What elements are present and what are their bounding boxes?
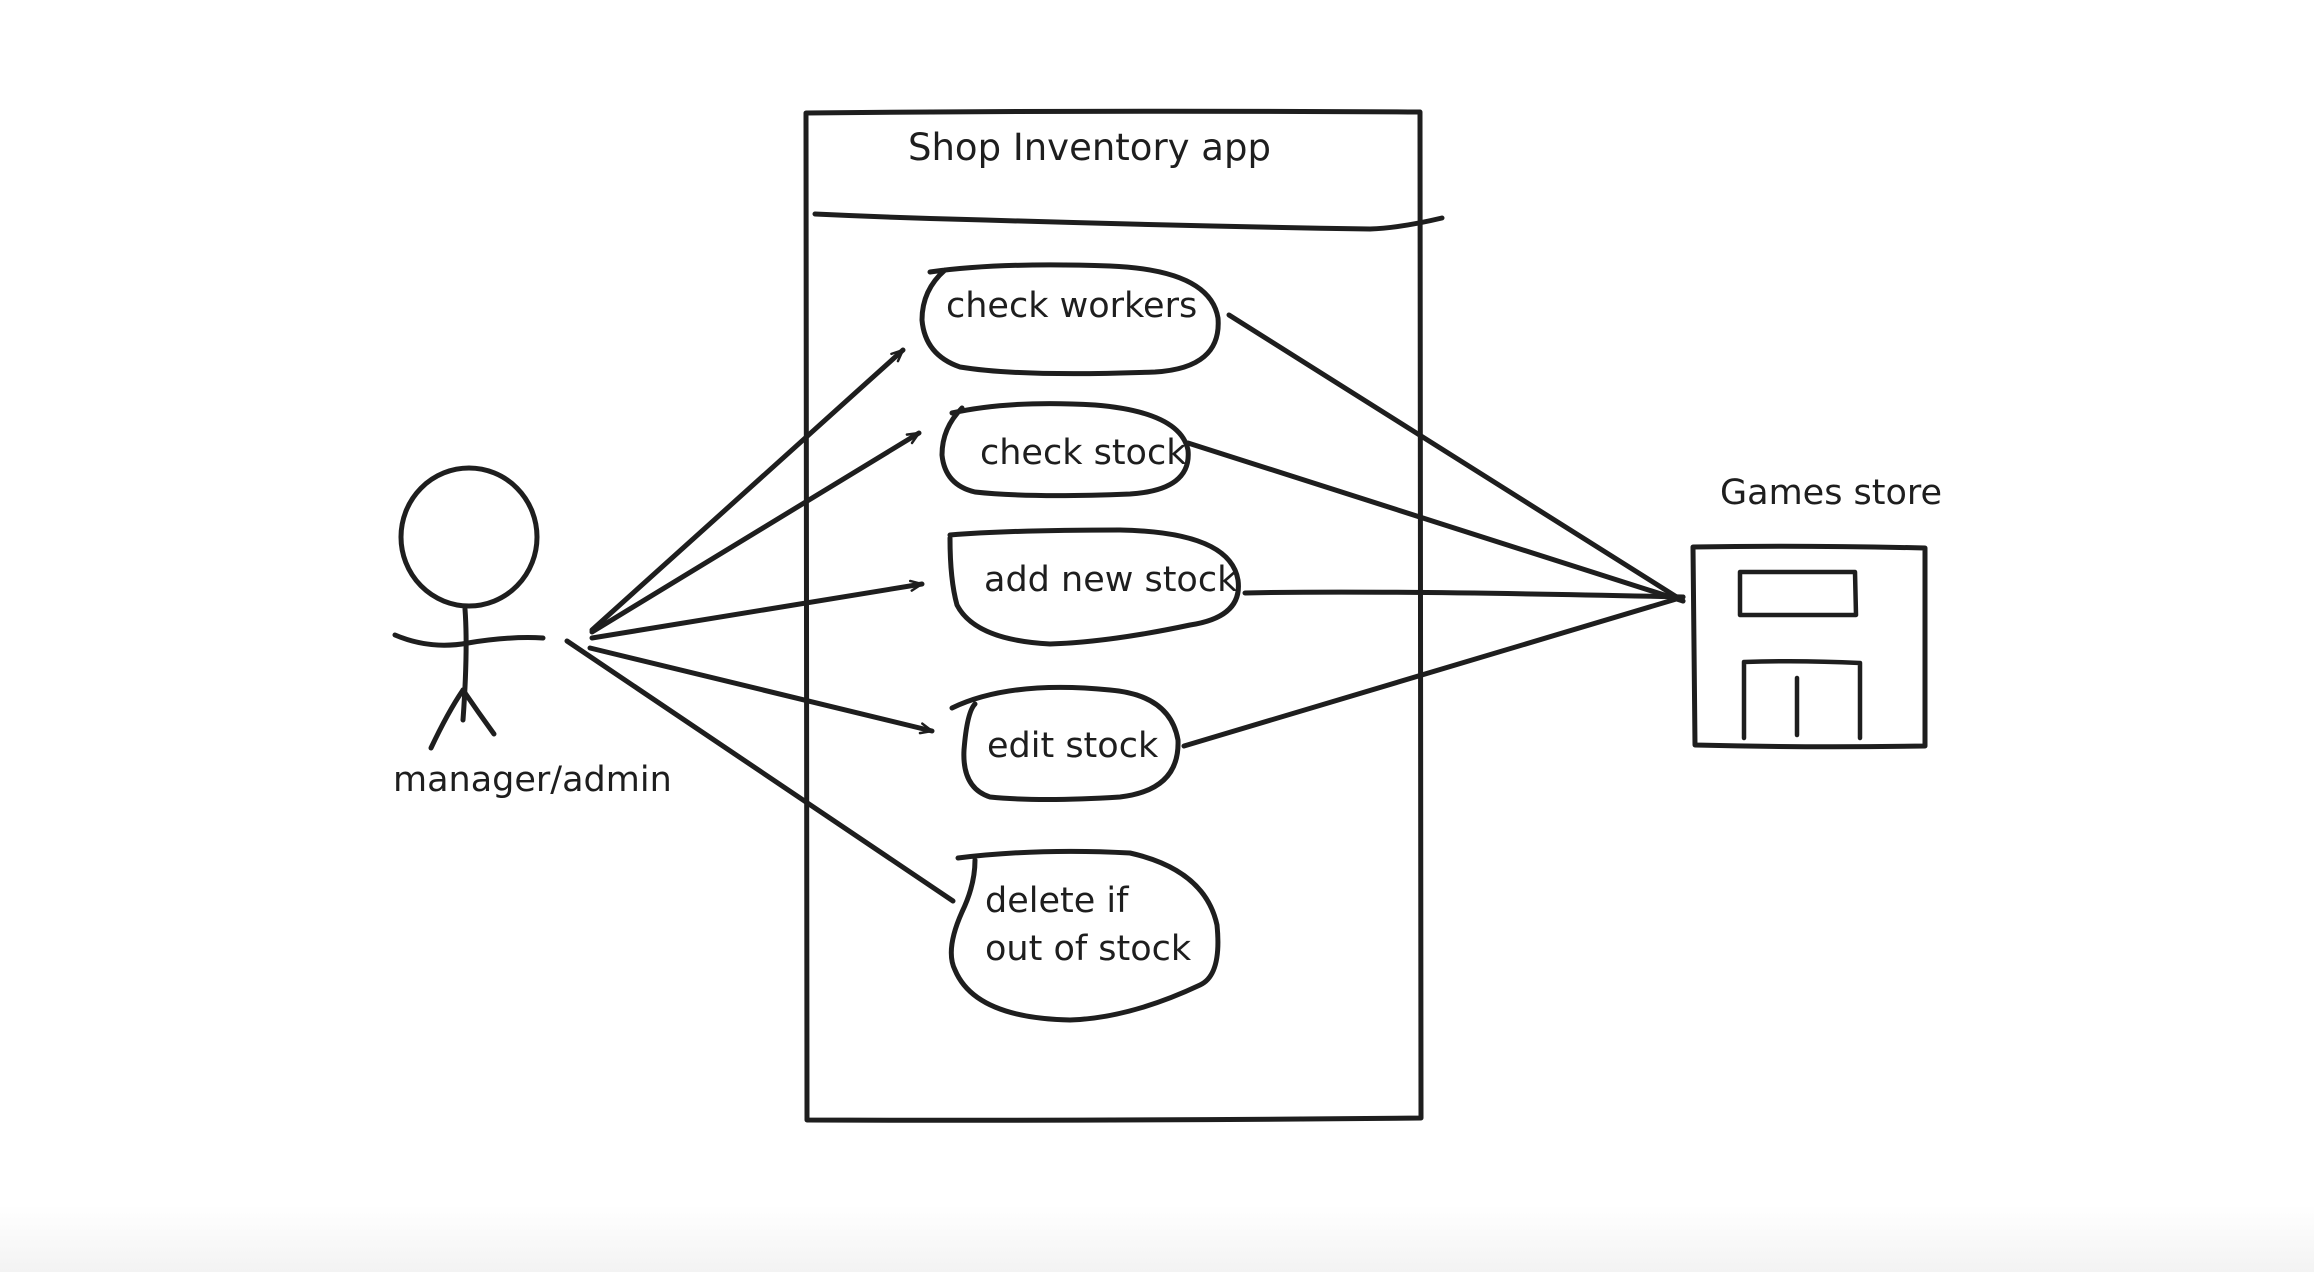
- use-case-check-stock[interactable]: check stock: [939, 401, 1191, 499]
- use-case-add-new-stock[interactable]: add new stock: [947, 527, 1241, 647]
- external-system-games-store[interactable]: Games store: [1690, 473, 1942, 750]
- use-case-check-workers[interactable]: check workers: [919, 262, 1221, 377]
- store-icon: [1690, 543, 1928, 750]
- use-case-label: delete if: [985, 881, 1129, 921]
- line-check-workers-to-store: [1226, 312, 1686, 604]
- use-case-label: check workers: [946, 286, 1197, 326]
- actor-label: manager/admin: [393, 760, 672, 800]
- arrow-to-add-new-stock: [589, 579, 925, 641]
- actor-icon: [392, 465, 546, 751]
- line-to-delete-if-out-of-stock: [564, 638, 956, 904]
- actor-connections: [564, 347, 956, 904]
- external-label: Games store: [1720, 473, 1942, 513]
- use-case-label: add new stock: [984, 560, 1238, 600]
- use-case-label: edit stock: [987, 726, 1159, 766]
- use-case-label: check stock: [980, 433, 1187, 473]
- use-case-edit-stock[interactable]: edit stock: [949, 684, 1181, 802]
- system-boundary[interactable]: Shop Inventory app: [803, 108, 1445, 1123]
- line-add-new-stock-to-store: [1242, 589, 1686, 600]
- arrow-to-check-workers: [589, 347, 906, 633]
- store-connections: [1181, 312, 1686, 749]
- use-case-label: out of stock: [985, 929, 1192, 969]
- title-divider: [812, 211, 1445, 232]
- arrow-to-check-stock: [589, 430, 922, 635]
- line-edit-stock-to-store: [1181, 594, 1686, 749]
- line-check-stock-to-store: [1185, 440, 1686, 604]
- actor-manager-admin[interactable]: manager/admin: [392, 465, 672, 800]
- bottom-shade: [0, 1205, 2314, 1272]
- use-case-delete-if-out-of-stock[interactable]: delete if out of stock: [948, 848, 1221, 1023]
- system-title: Shop Inventory app: [908, 126, 1271, 169]
- arrow-to-edit-stock: [587, 645, 935, 735]
